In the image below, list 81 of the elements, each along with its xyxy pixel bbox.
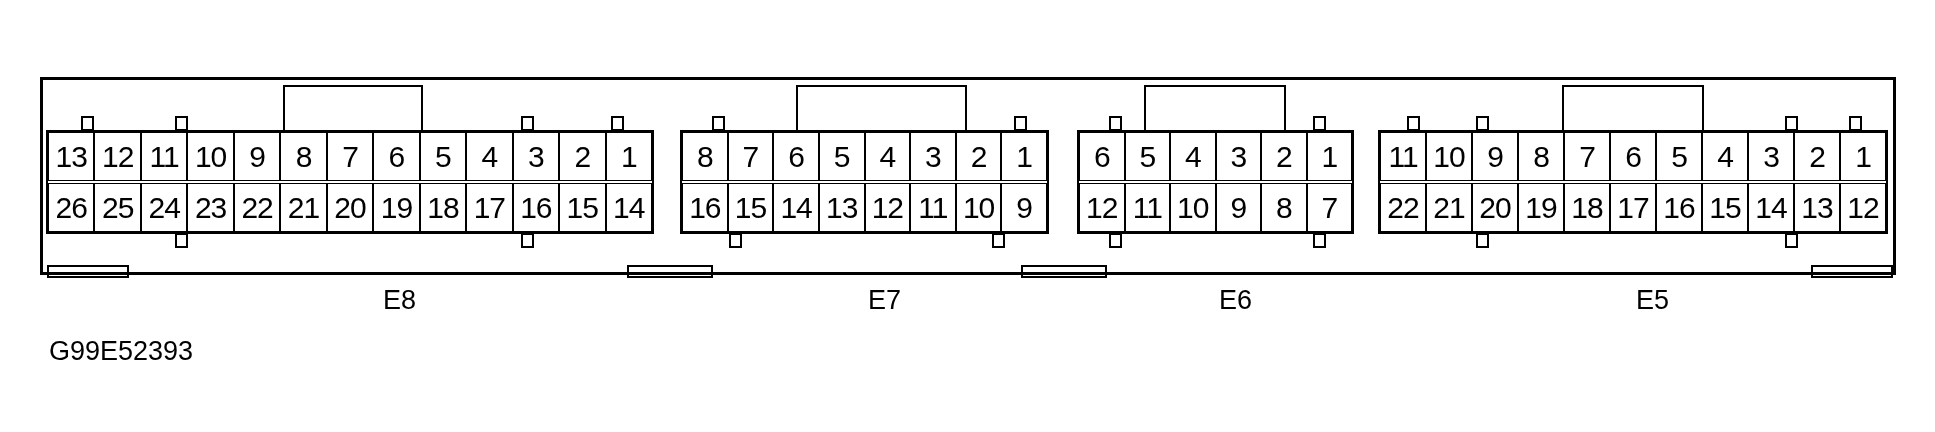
connector-name: E5 <box>1636 285 1670 316</box>
connector-name: E8 <box>383 285 417 316</box>
pin-number: 14 <box>605 183 652 232</box>
connector-name: E7 <box>868 285 902 316</box>
pin-number: 4 <box>1702 132 1748 181</box>
pin-number: 8 <box>280 132 327 181</box>
pin-number: 10 <box>1426 132 1472 181</box>
pin-number: 16 <box>682 183 728 232</box>
pin-number: 18 <box>419 183 467 232</box>
pin-number: 5 <box>818 132 865 181</box>
pin-number: 24 <box>140 183 188 232</box>
pin-number: 17 <box>1610 183 1656 232</box>
pin-number: 5 <box>1124 132 1170 181</box>
pin-number: 6 <box>1610 132 1656 181</box>
pin-number: 1 <box>1840 132 1886 181</box>
pin-number: 19 <box>373 183 420 232</box>
pin-number: 10 <box>187 132 234 181</box>
pin-number: 11 <box>140 132 188 181</box>
pin-number: 2 <box>559 132 606 181</box>
pin-number: 7 <box>1306 183 1352 232</box>
pin-number: 6 <box>773 132 819 181</box>
pin-number: 5 <box>1656 132 1702 181</box>
pin-number: 13 <box>48 132 95 181</box>
pin-number: 6 <box>373 132 420 181</box>
pin-number: 26 <box>48 183 95 232</box>
pin-number: 11 <box>1380 132 1426 181</box>
pin-number: 5 <box>419 132 467 181</box>
pin-number: 10 <box>1170 183 1216 232</box>
pin-number: 20 <box>1472 183 1518 232</box>
pin-number: 9 <box>1215 183 1261 232</box>
pin-number: 12 <box>1840 183 1886 232</box>
pin-number: 4 <box>1170 132 1216 181</box>
pin-number: 2 <box>1794 132 1840 181</box>
pin-number: 2 <box>955 132 1002 181</box>
pin-number: 15 <box>1702 183 1748 232</box>
pin-number: 7 <box>727 132 774 181</box>
pin-number: 9 <box>1472 132 1518 181</box>
pin-number: 4 <box>864 132 911 181</box>
pin-number: 9 <box>1001 183 1047 232</box>
pin-number: 17 <box>466 183 513 232</box>
pin-number: 21 <box>1426 183 1472 232</box>
pin-number: 15 <box>727 183 774 232</box>
pin-number: 11 <box>910 183 956 232</box>
pin-number: 23 <box>187 183 234 232</box>
figure-code: G99E52393 <box>49 336 194 367</box>
pin-number: 22 <box>1380 183 1426 232</box>
pin-number: 8 <box>1261 183 1307 232</box>
pin-number: 14 <box>1748 183 1794 232</box>
pin-number: 13 <box>818 183 865 232</box>
pin-number: 7 <box>326 132 374 181</box>
pin-number: 18 <box>1564 183 1610 232</box>
pin-number: 10 <box>955 183 1002 232</box>
pin-number: 19 <box>1518 183 1564 232</box>
pin-number: 12 <box>1079 183 1125 232</box>
pin-number: 8 <box>1518 132 1564 181</box>
pin-number: 16 <box>512 183 560 232</box>
pin-number: 13 <box>1794 183 1840 232</box>
pin-number: 3 <box>512 132 560 181</box>
pin-number: 8 <box>682 132 728 181</box>
pin-number: 12 <box>94 132 141 181</box>
pin-number: 12 <box>864 183 911 232</box>
pin-number: 14 <box>773 183 819 232</box>
pin-number: 7 <box>1564 132 1610 181</box>
pin-number: 15 <box>559 183 606 232</box>
pin-number: 9 <box>233 132 281 181</box>
pin-number: 3 <box>910 132 956 181</box>
pin-number: 3 <box>1215 132 1261 181</box>
pin-number: 16 <box>1656 183 1702 232</box>
pin-number: 3 <box>1748 132 1794 181</box>
pin-number: 2 <box>1261 132 1307 181</box>
pin-number: 11 <box>1124 183 1170 232</box>
pin-number: 20 <box>326 183 374 232</box>
pin-number: 4 <box>466 132 513 181</box>
pin-number: 21 <box>280 183 327 232</box>
pin-number: 25 <box>94 183 141 232</box>
pin-number: 6 <box>1079 132 1125 181</box>
pin-number: 22 <box>233 183 281 232</box>
connector-name: E6 <box>1219 285 1253 316</box>
pin-number: 1 <box>1001 132 1047 181</box>
pin-number: 1 <box>1306 132 1352 181</box>
pin-number: 1 <box>605 132 652 181</box>
